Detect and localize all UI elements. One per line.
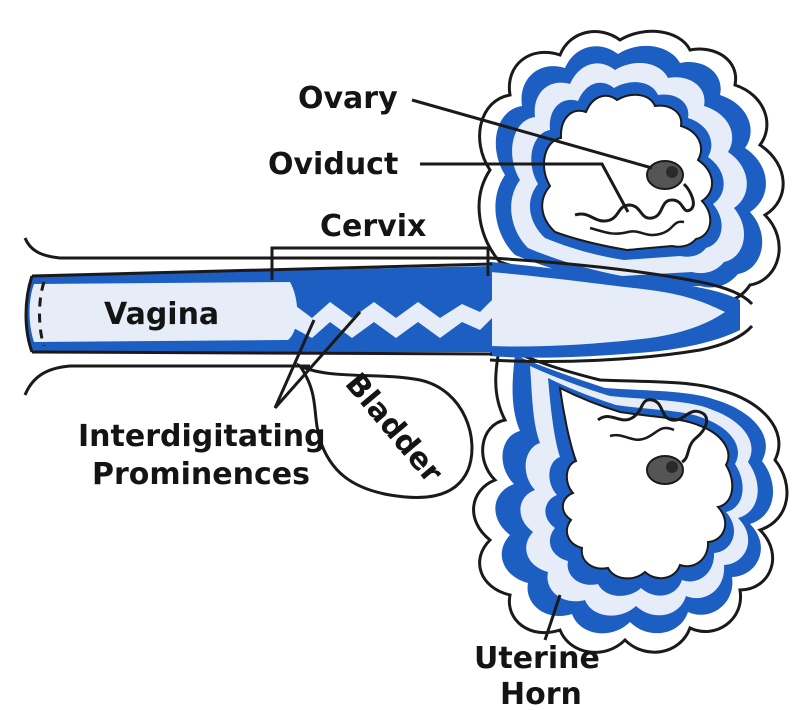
vaginal-tube xyxy=(25,238,492,395)
upper-ovary-follicle xyxy=(666,166,678,178)
lower-ovary xyxy=(647,456,683,484)
label-uterine-line2: Horn xyxy=(500,677,582,710)
label-uterine-line1: Uterine xyxy=(474,641,600,676)
label-interdigitating-line2: Prominences xyxy=(92,457,310,492)
label-vagina: Vagina xyxy=(104,297,219,332)
label-ovary: Ovary xyxy=(298,81,398,116)
vagina-outline-bottom xyxy=(32,352,492,354)
upper-ovary xyxy=(647,161,683,189)
label-interdigitating-line1: Interdigitating xyxy=(78,419,326,454)
label-oviduct: Oviduct xyxy=(268,147,398,182)
lower-uterine-horn xyxy=(474,345,787,652)
lower-ovary-follicle xyxy=(666,461,678,473)
label-cervix: Cervix xyxy=(320,209,426,244)
outer-wall-bottom xyxy=(25,366,310,395)
